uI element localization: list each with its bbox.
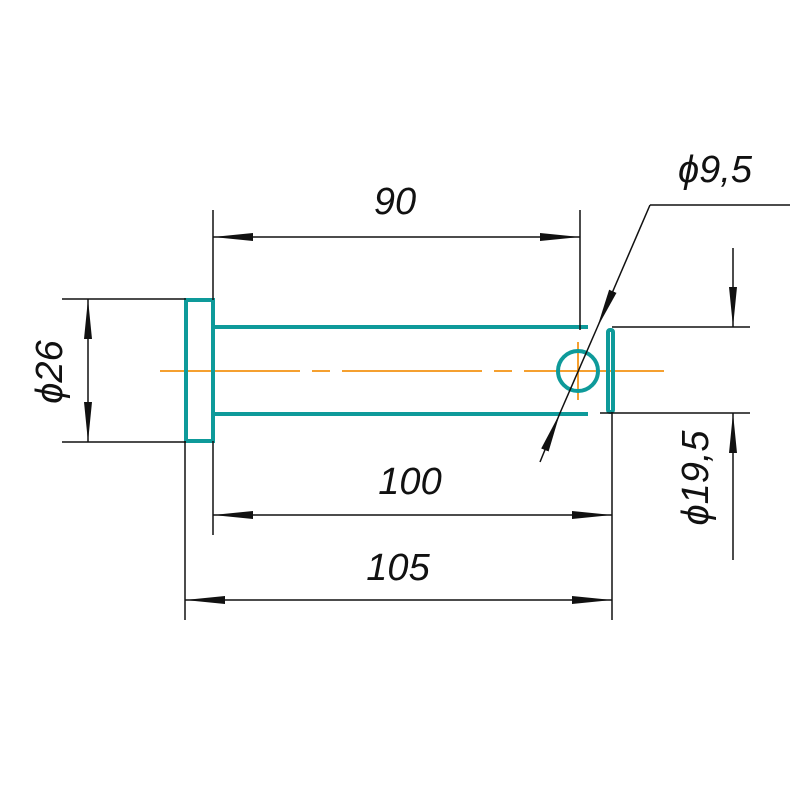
dim-text-phi-19-5: ϕ19,5 [675,430,717,526]
pin-part [184,298,615,443]
dim-text-phi-26: ϕ26 [29,339,71,403]
dim-text-105: 105 [366,547,430,589]
dim-text-phi-9-5: ϕ9,5 [678,149,753,191]
cross-hole [556,349,600,393]
dimension-lines [62,204,790,620]
dim-text-90: 90 [374,181,416,223]
leader-9-5-upper [596,204,651,329]
dim-text-100: 100 [378,461,441,503]
leader-9-5-lower [539,412,561,463]
pin-head [184,298,215,443]
pin-end-chamfer [606,328,615,414]
